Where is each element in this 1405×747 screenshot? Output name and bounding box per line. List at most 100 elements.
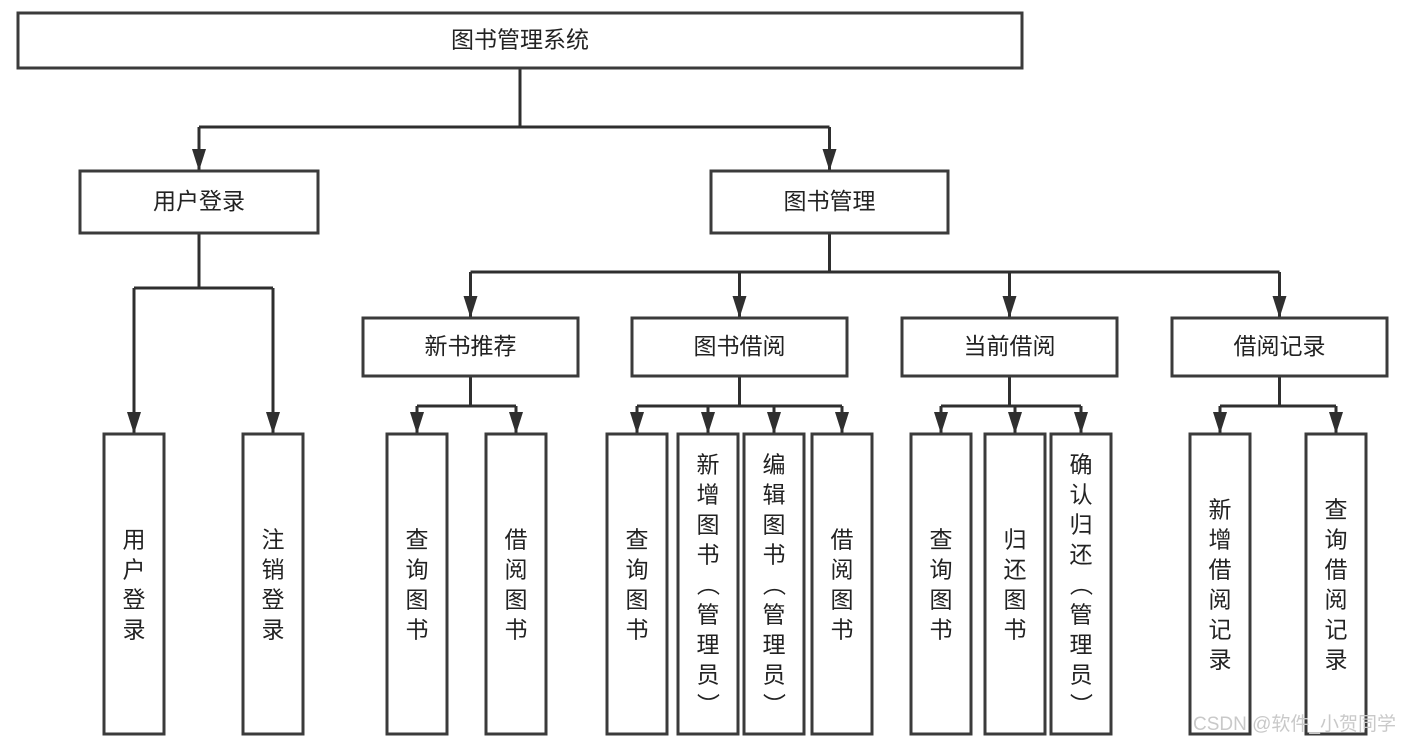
arrow-head-icon — [192, 149, 206, 171]
arrow-head-icon — [410, 412, 424, 434]
arrow-head-icon — [822, 149, 837, 171]
node-label-char: 查 — [406, 526, 429, 552]
node-label-char: 还 — [1004, 556, 1027, 582]
node-label-char: 书 — [1004, 616, 1027, 642]
node-new-book-recommend[interactable]: 新书推荐 — [361, 316, 580, 378]
node-label-char: 借 — [831, 526, 854, 552]
node-label-char: 增 — [697, 481, 720, 507]
node-label-char: 书 — [831, 616, 854, 642]
node-borrow-record[interactable]: 借阅记录 — [1170, 316, 1389, 378]
arrow-head-icon — [630, 412, 644, 434]
node-box — [1188, 432, 1252, 736]
node-label-char: 借 — [1325, 556, 1348, 582]
node-label-char: 录 — [1209, 646, 1232, 672]
node-label-char: 阅 — [831, 556, 854, 582]
arrow-head-icon — [732, 296, 747, 318]
node-label-char: （ — [761, 573, 787, 596]
node-group: 图书管理系统用户登录图书管理新书推荐图书借阅当前借阅借阅记录用户登录注销登录查询… — [16, 11, 1389, 736]
arrow-head-icon — [1272, 296, 1287, 318]
node-label-char: 询 — [1325, 526, 1348, 552]
edge-group — [127, 68, 1343, 434]
node-label-char: 查 — [626, 526, 649, 552]
arrow-head-icon — [1074, 412, 1088, 434]
node-label-char: 询 — [626, 556, 649, 582]
arrow-head-icon — [463, 296, 478, 318]
node-box — [742, 432, 806, 736]
node-label-char: ） — [695, 693, 721, 716]
node-root[interactable]: 图书管理系统 — [16, 11, 1024, 70]
node-box — [241, 432, 305, 736]
node-label-char: 销 — [262, 556, 285, 582]
node-label-char: 辑 — [763, 481, 786, 507]
node-label-char: （ — [1068, 573, 1094, 596]
node-label-char: 新 — [697, 451, 720, 477]
node-leaf-user-login[interactable]: 用户登录 — [102, 432, 166, 736]
node-label-char: 书 — [930, 616, 953, 642]
node-label: 图书管理系统 — [451, 27, 589, 53]
watermark-label: CSDN @软件_小贺同学 — [1193, 713, 1396, 735]
node-box — [361, 316, 580, 378]
node-label-char: 图 — [406, 586, 429, 612]
arrow-head-icon — [1329, 412, 1343, 434]
node-label-char: 询 — [406, 556, 429, 582]
node-label-char: 记 — [1325, 616, 1348, 642]
node-label-char: 归 — [1004, 526, 1027, 552]
arrow-head-icon — [835, 412, 849, 434]
node-current-borrow[interactable]: 当前借阅 — [900, 316, 1119, 378]
arrow-head-icon — [266, 412, 280, 434]
node-label-char: 图 — [831, 586, 854, 612]
node-user-login[interactable]: 用户登录 — [78, 169, 320, 235]
arrow-head-icon — [701, 412, 715, 434]
node-label-char: 还 — [1070, 541, 1093, 567]
node-label-char: ） — [1068, 693, 1094, 716]
node-label-char: 图 — [626, 586, 649, 612]
node-label-char: 查 — [930, 526, 953, 552]
node-box — [810, 432, 874, 736]
node-label-char: 阅 — [1325, 586, 1348, 612]
node-box — [102, 432, 166, 736]
node-label: 用户登录 — [153, 188, 245, 214]
node-label-char: 用 — [123, 526, 146, 552]
node-label-char: 询 — [930, 556, 953, 582]
node-box — [630, 316, 849, 378]
node-label-char: 登 — [262, 586, 285, 612]
node-label-char: 管 — [1070, 601, 1093, 627]
arrow-head-icon — [1213, 412, 1227, 434]
node-book-manage[interactable]: 图书管理 — [709, 169, 950, 235]
node-book-borrow[interactable]: 图书借阅 — [630, 316, 849, 378]
node-label-char: 员 — [763, 661, 786, 687]
node-label-char: 管 — [697, 601, 720, 627]
node-label-char: 阅 — [505, 556, 528, 582]
node-label-char: 员 — [1070, 661, 1093, 687]
node-label: 图书管理 — [784, 188, 876, 214]
node-label-char: 员 — [697, 661, 720, 687]
node-box — [909, 432, 973, 736]
node-box — [1170, 316, 1389, 378]
node-label-char: 图 — [697, 511, 720, 537]
node-box — [16, 11, 1024, 70]
node-label-char: 增 — [1209, 526, 1232, 552]
node-box — [78, 169, 320, 235]
arrow-head-icon — [767, 412, 781, 434]
node-box — [1049, 432, 1113, 736]
node-label-char: 归 — [1070, 511, 1093, 537]
node-label-char: 新 — [1209, 496, 1232, 522]
node-label-char: 查 — [1325, 496, 1348, 522]
node-box — [900, 316, 1119, 378]
node-box — [676, 432, 740, 736]
node-label: 当前借阅 — [964, 333, 1056, 359]
